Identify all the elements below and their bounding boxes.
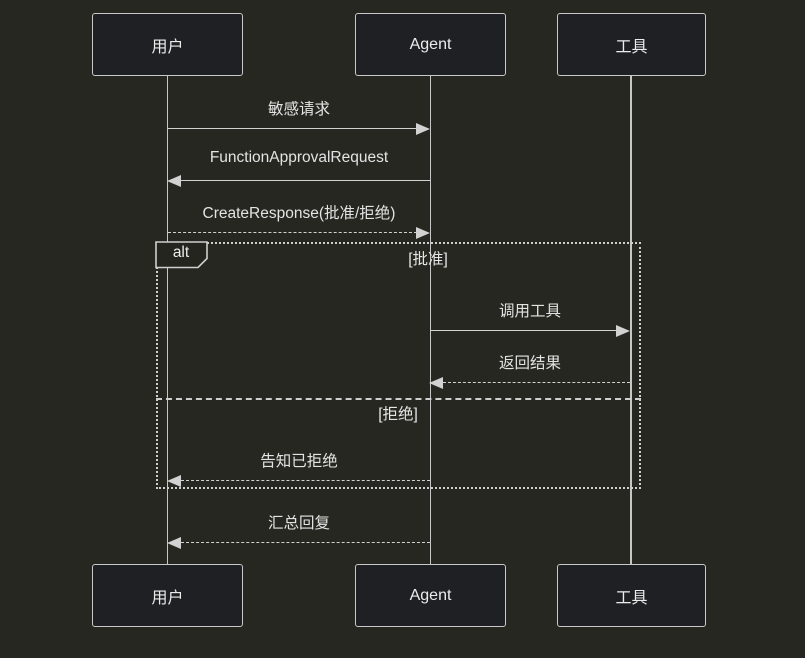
arrowhead-right-icon (416, 123, 430, 135)
message-line-call-tool (430, 330, 617, 331)
actor-box-agent-bottom: Agent (355, 564, 506, 627)
actor-box-user-top: 用户 (92, 13, 243, 76)
arrowhead-left-icon (429, 377, 443, 389)
actor-label-user-bottom: 用户 (151, 589, 184, 607)
lifeline-agent (429, 76, 432, 565)
message-label-summary-reply: 汇总回复 (267, 515, 330, 532)
alt-fragment-frame (156, 242, 641, 489)
message-line-summary-reply (181, 542, 430, 543)
lifeline-tool (630, 76, 632, 565)
alt-condition-approved: [批准] (408, 251, 448, 268)
lifeline-user (166, 76, 169, 565)
actor-label-agent-bottom: Agent (409, 586, 452, 604)
arrowhead-left-icon (167, 475, 181, 487)
message-line-function-approval-request (181, 180, 430, 181)
alt-fragment-tab (155, 241, 208, 269)
actor-box-agent-top: Agent (355, 13, 506, 76)
message-line-create-response (168, 232, 417, 233)
arrowhead-left-icon (167, 537, 181, 549)
arrowhead-right-icon (616, 325, 630, 337)
message-label-function-approval-request: FunctionApprovalRequest (209, 149, 389, 166)
alt-operator-label: alt (172, 244, 190, 261)
alt-fragment-divider (156, 398, 641, 400)
arrowhead-left-icon (167, 175, 181, 187)
message-label-create-response: CreateResponse(批准/拒绝) (202, 205, 396, 222)
actor-box-tool-top: 工具 (557, 13, 706, 76)
message-label-call-tool: 调用工具 (498, 303, 561, 320)
actor-box-user-bottom: 用户 (92, 564, 243, 627)
message-label-sensitive-request: 敏感请求 (267, 101, 330, 118)
message-line-return-result (443, 382, 630, 383)
actor-label-tool-bottom: 工具 (615, 589, 648, 607)
message-line-notify-rejected (181, 480, 430, 481)
message-label-notify-rejected: 告知已拒绝 (260, 453, 338, 470)
arrowhead-right-icon (416, 227, 430, 239)
message-line-sensitive-request (168, 128, 417, 129)
message-label-return-result: 返回结果 (498, 355, 561, 372)
alt-condition-rejected: [拒绝] (378, 406, 418, 423)
actor-label-user-top: 用户 (151, 38, 184, 56)
actor-label-tool-top: 工具 (615, 38, 648, 56)
actor-box-tool-bottom: 工具 (557, 564, 706, 627)
actor-label-agent-top: Agent (409, 35, 452, 53)
